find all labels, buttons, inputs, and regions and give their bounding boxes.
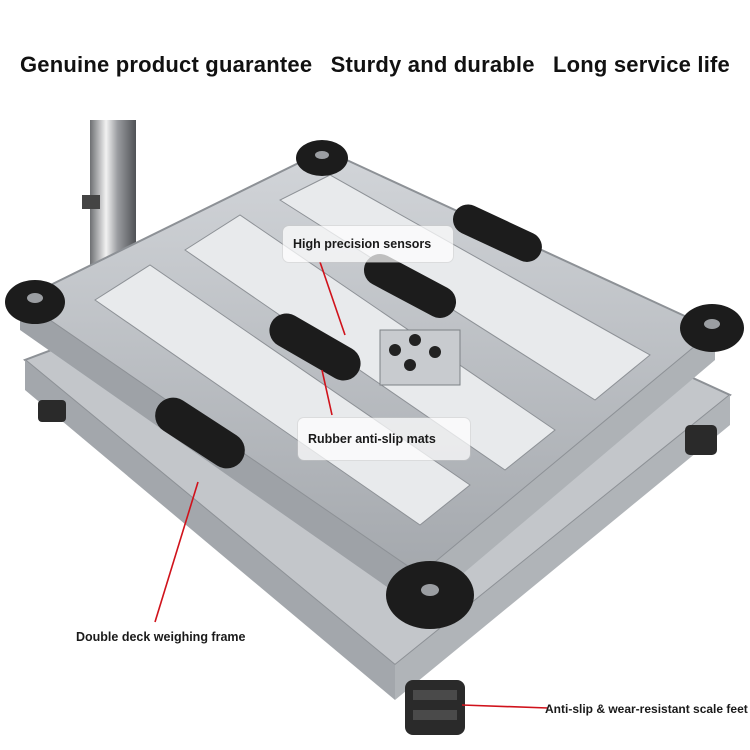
rubber-mat-3 [363,254,457,318]
corner-pad-bottom [386,561,474,629]
headline-item-2: Sturdy and durable [330,52,535,77]
scale-foot-bottom [405,680,465,735]
rubber-mat-2 [269,313,361,381]
callout-sensors: High precision sensors [283,226,453,262]
pointer-feet [461,704,549,709]
lower-deck-side-r [395,395,730,700]
corner-pad-top [296,140,348,176]
callout-mats-text: Rubber anti-slip mats [308,432,436,446]
sensor-bolt-3 [404,359,416,371]
callout-sensors-text: High precision sensors [293,237,432,251]
headline: Genuine product guarantee Sturdy and dur… [0,52,750,78]
rubber-mat-4 [452,204,542,262]
scale-foot-right [685,425,717,455]
headline-item-3: Long service life [552,52,730,77]
pointer-frame [154,481,199,623]
sensor-bolt-4 [429,346,441,358]
lower-deck-side [25,360,395,700]
label-feet: Anti-slip & wear-resistant scale feet [545,702,748,716]
pointer-sensors [319,261,346,336]
sensor-bolt-1 [389,344,401,356]
pointer-mats [321,369,333,416]
frame-opening-2 [184,214,556,471]
upper-frame-side-r [420,330,715,610]
pole-clamp [82,195,100,209]
rubber-mat-1 [155,397,245,469]
scale-foot-left [38,400,66,422]
corner-pad-right [680,304,744,352]
sensor-bolt-2 [409,334,421,346]
corner-pad-left [5,280,65,324]
label-frame: Double deck weighing frame [76,630,246,644]
headline-item-1: Genuine product guarantee [20,52,313,77]
callout-mats: Rubber anti-slip mats [298,418,470,460]
